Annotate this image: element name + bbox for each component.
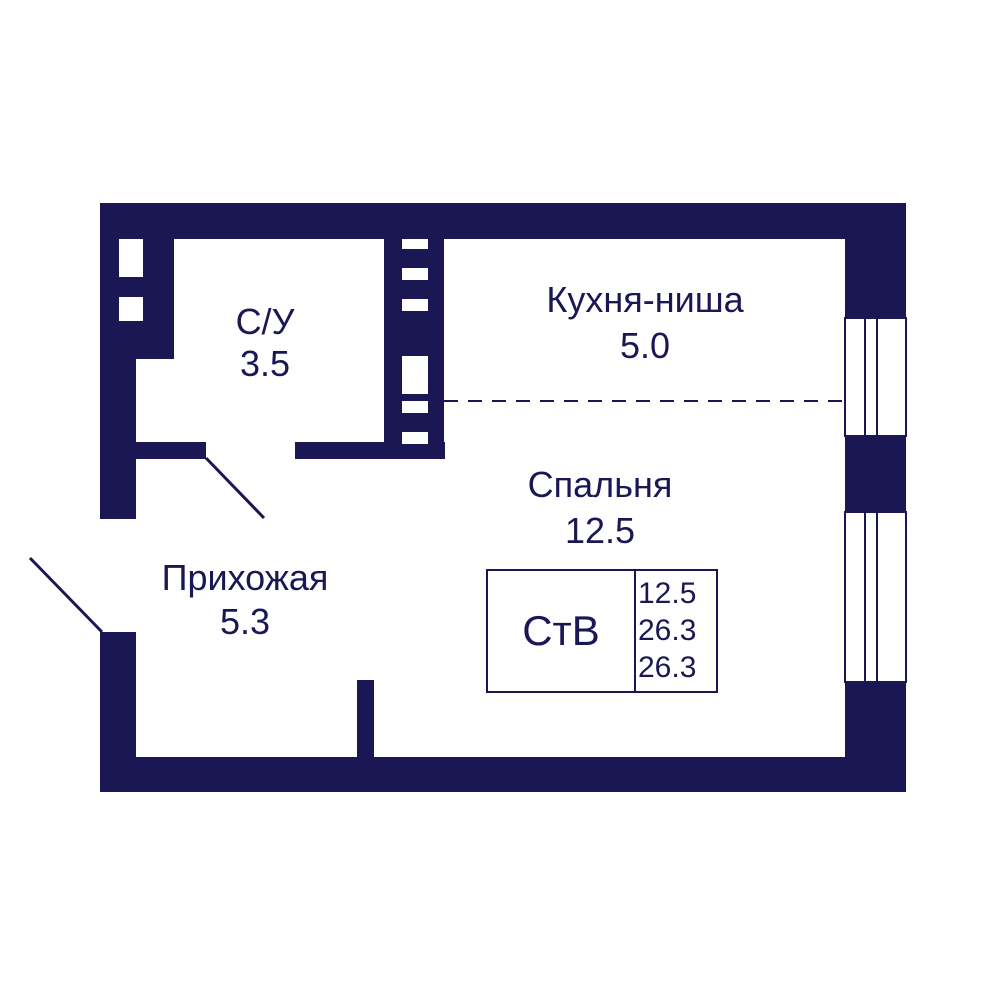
bathroom-name: С/У	[235, 301, 295, 342]
windows	[844, 317, 907, 683]
living-area: 12.5	[638, 577, 697, 610]
bathroom-area: 3.5	[239, 343, 291, 384]
doors	[28, 456, 266, 634]
wall-openings	[119, 239, 428, 444]
total-area: 26.3	[638, 614, 697, 647]
kitchen-area: 5.0	[619, 325, 671, 366]
apartment-summary-box: СтВ 12.5 26.3 26.3	[486, 569, 718, 693]
entrance-door-swing	[28, 556, 104, 634]
bathroom-door-swing	[204, 456, 266, 520]
bedroom-area: 12.5	[564, 510, 636, 551]
interior-walls	[136, 239, 445, 757]
total-area-alt: 26.3	[638, 651, 697, 684]
apartment-areas: 12.5 26.3 26.3	[638, 575, 718, 686]
kitchen-name: Кухня-ниша	[546, 279, 744, 320]
hallway-name: Прихожая	[161, 557, 329, 598]
hallway-area: 5.3	[219, 601, 271, 642]
apartment-type: СтВ	[488, 571, 636, 691]
bedroom-name: Спальня	[527, 464, 673, 505]
